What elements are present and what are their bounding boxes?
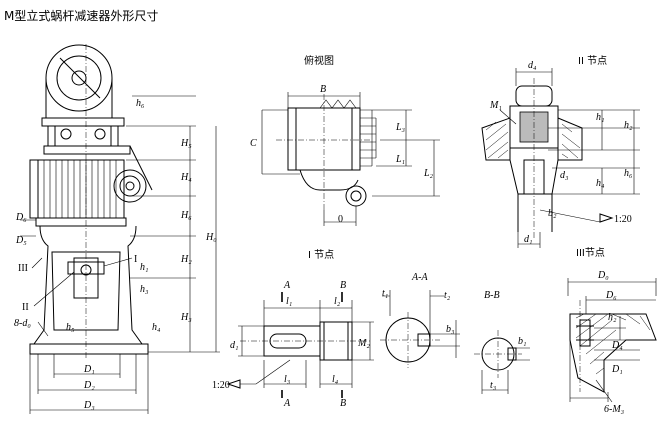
label-D0-III: D₀ [597, 270, 609, 281]
label-B-bottom: B [340, 398, 346, 409]
label-D6: D₆ [15, 212, 27, 223]
label-t2: t₂ [444, 290, 451, 301]
label-L2: L₂ [423, 168, 434, 179]
label-A-top: A [283, 280, 291, 291]
label-H6: H₆ [180, 210, 192, 221]
housing-fins [43, 160, 117, 218]
node-I-title: I 节点 [308, 249, 334, 261]
label-ratio-II: 1:20 [614, 214, 632, 225]
label-b1: b₁ [518, 336, 526, 347]
section-BB-title: B-B [484, 290, 500, 301]
label-6-M3: 6-M₃ [604, 404, 625, 415]
label-H5: H₅ [180, 138, 192, 149]
label-l2: l₂ [334, 296, 341, 307]
node-III-detail: III节点 D₀ D₆ h₂ D₄ D₁ 6-M₃ [567, 247, 657, 415]
label-D3: D₃ [83, 400, 95, 411]
node-I-detail: I 节点 A B l₁ l₂ d₁ M₂ l₃ l₄ 1:20 A B [212, 249, 374, 409]
label-h5-main: h₅ [66, 322, 75, 333]
label-H4: H₄ [180, 172, 192, 183]
callout-III: III [18, 263, 28, 274]
callout-II: II [22, 302, 29, 313]
label-D5: D₅ [15, 235, 27, 246]
node-II-detail: II 节点 d₄ h₁ h₂ h₄ h₆ M₁ d₃ b₂ 1:20 d₁ [481, 55, 640, 248]
label-h1-main: h₁ [140, 262, 148, 273]
label-zero: 0 [338, 214, 343, 225]
section-BB: B-B t₃ b₁ [474, 290, 530, 394]
label-B: B [320, 84, 326, 95]
section-AA: A-A t₁ t₂ b₃ [380, 272, 460, 368]
label-d1-I: d₁ [230, 340, 238, 351]
label-l4: l₄ [332, 374, 339, 385]
label-D1: D₁ [83, 364, 95, 375]
label-M2: M₂ [357, 338, 370, 349]
label-D4-III: D₄ [611, 340, 623, 351]
callout-I: I [134, 254, 137, 265]
label-h4-main: h₄ [152, 322, 161, 333]
label-d3: d₃ [560, 170, 569, 181]
label-h1-II: h₁ [596, 112, 604, 123]
label-L3: L₃ [395, 122, 406, 133]
label-B-top: B [340, 280, 346, 291]
label-L1: L₁ [395, 154, 405, 165]
label-h2-III: h₂ [608, 312, 617, 323]
node-III-title: III节点 [576, 247, 605, 259]
label-8-d0: 8-d₀ [14, 318, 31, 329]
top-view: 俯视图 B C L₃ L₁ L₂ 0 [250, 54, 440, 226]
label-t1: t₁ [382, 288, 388, 299]
label-l3: l₃ [284, 374, 291, 385]
label-h3-main: h₃ [140, 284, 149, 295]
section-AA-title: A-A [411, 272, 428, 283]
main-front-view: D₆ D₅ III II 8-d₀ I h₁ h₃ h₅ h₄ h₆ H₅ H₄… [14, 44, 220, 414]
label-H2: H₂ [180, 254, 192, 265]
label-l1: l₁ [286, 296, 292, 307]
drawing-title: M型立式蜗杆减速器外形尺寸 [4, 8, 158, 23]
label-M1: M₁ [489, 100, 502, 111]
label-H3: H₃ [180, 312, 192, 323]
label-C: C [250, 138, 257, 149]
label-D2: D₂ [83, 380, 95, 391]
label-d1-II: d₁ [524, 234, 532, 245]
label-A-bottom: A [283, 398, 291, 409]
label-d4: d₄ [528, 60, 537, 71]
label-t3: t₃ [490, 380, 497, 391]
label-H0: H₀ [205, 232, 217, 243]
node-II-title: II 节点 [578, 55, 607, 67]
label-D1-III: D₁ [611, 364, 623, 375]
label-h6-II: h₆ [624, 168, 633, 179]
label-h6-main: h₆ [136, 98, 145, 109]
label-h2-II: h₂ [624, 120, 633, 131]
label-h4-II: h₄ [596, 178, 605, 189]
top-view-title: 俯视图 [304, 54, 334, 67]
label-b2: b₂ [548, 208, 557, 219]
label-ratio-I: 1:20 [212, 380, 230, 391]
label-D6-III: D₆ [605, 290, 617, 301]
label-b3: b₃ [446, 324, 455, 335]
